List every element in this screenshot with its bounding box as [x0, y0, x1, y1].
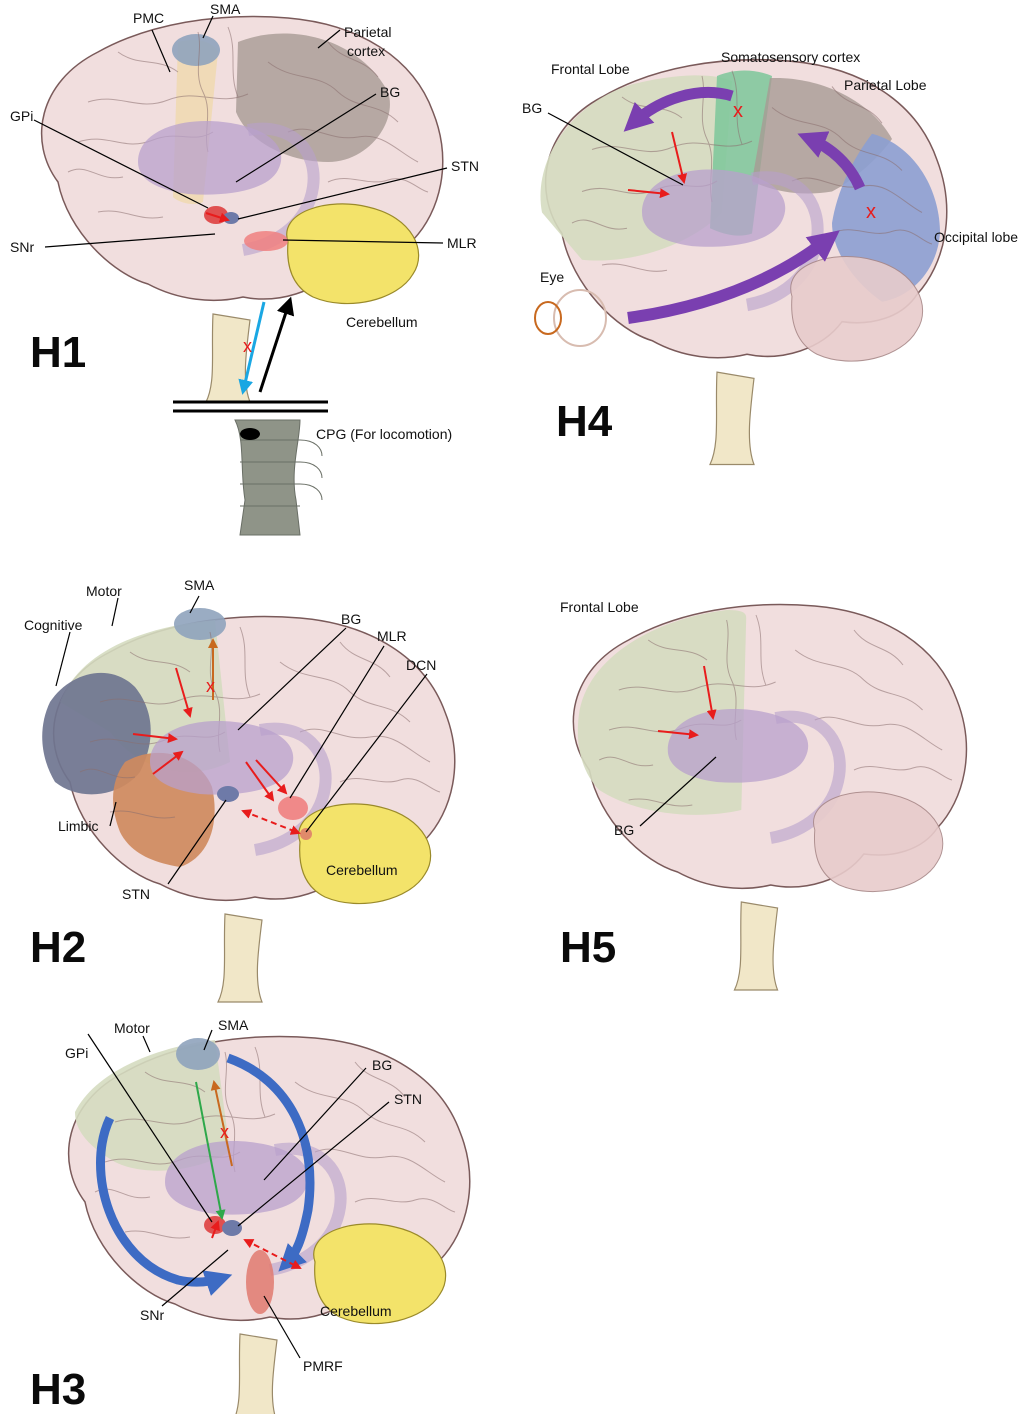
h3-motor-leader	[143, 1036, 150, 1052]
h1-parietal-label-line1: Parietal	[344, 24, 391, 40]
h2-brain	[42, 608, 454, 1002]
h4-eye-lens	[535, 302, 561, 334]
h2-motor-leader	[112, 598, 118, 626]
h3-stn-label: STN	[394, 1091, 422, 1107]
h3-pmrf-label: PMRF	[303, 1358, 343, 1374]
h1-ascending-arrow	[260, 300, 290, 392]
h4-frontal-label: Frontal Lobe	[551, 61, 630, 77]
h1-mlr-label: MLR	[447, 235, 477, 251]
h2-cognitive-leader	[56, 632, 70, 686]
h3-sma-region	[176, 1038, 220, 1070]
h2-sma-label: SMA	[184, 577, 215, 593]
panel-h2: x Motor SMA Cognitive BG MLR DCN Limbic …	[24, 577, 455, 1002]
h4-eye-label: Eye	[540, 269, 564, 285]
h2-cognitive-label: Cognitive	[24, 617, 83, 633]
h1-stn-region	[223, 212, 239, 224]
h1-bg-label: BG	[380, 84, 400, 100]
h3-block-mark: x	[220, 1122, 229, 1142]
h3-pmrf-region	[246, 1250, 274, 1314]
h3-cerebellum-label: Cerebellum	[320, 1303, 392, 1319]
h2-mlr-region	[278, 796, 308, 820]
panel-h4: x x Frontal Lobe Somatosensory cortex Pa…	[522, 49, 1018, 464]
h4-block-mark-1: x	[733, 100, 743, 122]
h2-dcn-region	[300, 828, 312, 840]
h1-pmc-label: PMC	[133, 10, 164, 26]
h2-dcn-label: DCN	[406, 657, 436, 673]
h2-sma-region	[174, 608, 226, 640]
h1-cpg-dot	[240, 428, 260, 440]
panel-h1: x PMC SMA Parietal cortex BG GPi STN SNr…	[10, 1, 479, 535]
h2-cerebellum-label: Cerebellum	[326, 862, 398, 878]
h1-stn-label: STN	[451, 158, 479, 174]
h3-gpi-label: GPi	[65, 1045, 88, 1061]
h1-cpg-label: CPG (For locomotion)	[316, 426, 452, 442]
h2-block-mark: x	[206, 676, 215, 696]
h1-cerebellum-label: Cerebellum	[346, 314, 418, 330]
panel-h5: Frontal Lobe BG H5	[560, 599, 966, 990]
h1-parietal-label-line2: cortex	[347, 43, 385, 59]
h2-motor-label: Motor	[86, 583, 122, 599]
h3-motor-label: Motor	[114, 1020, 150, 1036]
h3-bg-label: BG	[372, 1057, 392, 1073]
h5-frontal-label: Frontal Lobe	[560, 599, 639, 615]
h1-sma-region	[172, 34, 220, 66]
h2-stn-label: STN	[122, 886, 150, 902]
h2-panel-title: H2	[30, 923, 86, 972]
h1-sma-label: SMA	[210, 1, 241, 17]
h4-parietal-label: Parietal Lobe	[844, 77, 927, 93]
h2-stn-region	[217, 786, 239, 802]
h3-panel-title: H3	[30, 1365, 86, 1414]
h1-mlr-region	[244, 231, 288, 251]
h1-block-mark: x	[243, 336, 252, 356]
h2-mlr-label: MLR	[377, 628, 407, 644]
h3-sma-label: SMA	[218, 1017, 249, 1033]
h1-panel-title: H1	[30, 328, 86, 377]
h3-snr-label: SNr	[140, 1307, 164, 1323]
h2-bg-label: BG	[341, 611, 361, 627]
h5-bg-label: BG	[614, 822, 634, 838]
h4-occipital-label: Occipital lobe	[934, 229, 1018, 245]
h1-gpi-label: GPi	[10, 108, 33, 124]
h4-somatosensory-label: Somatosensory cortex	[721, 49, 860, 65]
h1-snr-label: SNr	[10, 239, 34, 255]
h5-brain	[573, 604, 966, 990]
h4-block-mark-2: x	[866, 201, 876, 223]
h2-limbic-label: Limbic	[58, 818, 98, 834]
h4-bg-label: BG	[522, 100, 542, 116]
h4-panel-title: H4	[556, 397, 613, 446]
panel-h3: x Motor SMA GPi BG STN SNr Cerebellum PM…	[30, 1017, 470, 1414]
h5-panel-title: H5	[560, 923, 616, 972]
h3-stn-region	[222, 1220, 242, 1236]
